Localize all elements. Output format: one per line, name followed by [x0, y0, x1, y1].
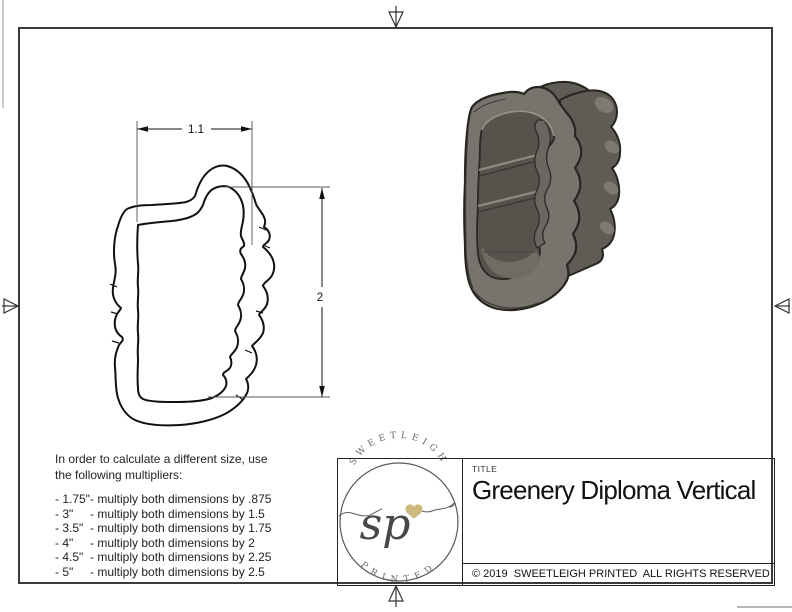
size-label: - 3"	[55, 506, 74, 521]
multiplier-row: - 5" - multiply both dimensions by 2.5	[55, 565, 271, 580]
title-field-label: TITLE	[472, 464, 498, 474]
logo-monogram: sp	[360, 499, 411, 550]
logo-cell	[338, 459, 463, 585]
tube-highlights	[594, 96, 620, 235]
registration-mark-bottom-icon	[388, 584, 404, 607]
copyright-notice: © 2019 SWEETLEIGH PRINTED ALL RIGHTS RES…	[463, 563, 774, 585]
multiplier-rule: - multiply both dimensions by 2	[90, 535, 255, 550]
height-dimension: 2	[208, 186, 330, 398]
cutter-inner-outline	[136, 185, 247, 403]
multiplier-rule: - multiply both dimensions by .875	[90, 492, 272, 506]
logo-heart-icon	[405, 504, 423, 519]
size-label: - 1.75"	[55, 492, 90, 506]
instructions-intro-line-2: the following multipliers:	[55, 467, 183, 482]
multiplier-row: - 3.5" - multiply both dimensions by 1.7…	[55, 521, 271, 536]
tangent-tick-marks	[109, 226, 271, 400]
multiplier-rule: - multiply both dimensions by 1.75	[90, 521, 272, 535]
registration-mark-top-icon	[388, 6, 404, 29]
instructions-intro-line-1: In order to calculate a different size, …	[55, 452, 268, 466]
size-label: - 5"	[55, 564, 74, 579]
interior-ridges	[477, 152, 544, 213]
cutter-outer-outline	[111, 164, 276, 427]
size-label: - 4.5"	[55, 550, 84, 564]
registration-mark-right-icon	[773, 298, 790, 314]
multiplier-rule: - multiply both dimensions by 2.5	[90, 564, 265, 579]
sizing-instructions: In order to calculate a different size, …	[55, 452, 271, 579]
multiplier-row: - 3" - multiply both dimensions by 1.5	[55, 507, 271, 522]
title-block-main: TITLE Greenery Diploma Vertical © 2019 S…	[463, 459, 774, 585]
height-dimension-label: 2	[317, 292, 323, 304]
registration-mark-left-icon	[2, 298, 20, 314]
multiplier-list: - 1.75" - multiply both dimensions by .8…	[55, 492, 271, 579]
width-dimension: 1.1	[136, 121, 253, 245]
multiplier-row: - 1.75" - multiply both dimensions by .8…	[55, 492, 271, 507]
multiplier-rule: - multiply both dimensions by 2.25	[90, 550, 272, 564]
drawing-2d-view: 1.1 2	[109, 121, 330, 427]
size-label: - 3.5"	[55, 521, 84, 535]
width-dimension-label: 1.1	[188, 124, 204, 136]
sheet-border	[18, 27, 773, 584]
multiplier-rule: - multiply both dimensions by 1.5	[90, 506, 265, 521]
render-3d-view	[463, 80, 622, 312]
drawing-title: Greenery Diploma Vertical	[472, 475, 756, 505]
size-label: - 4"	[55, 535, 74, 550]
multiplier-row: - 4" - multiply both dimensions by 2	[55, 536, 271, 551]
title-block: TITLE Greenery Diploma Vertical © 2019 S…	[337, 458, 775, 586]
multiplier-row: - 4.5" - multiply both dimensions by 2.2…	[55, 550, 271, 565]
